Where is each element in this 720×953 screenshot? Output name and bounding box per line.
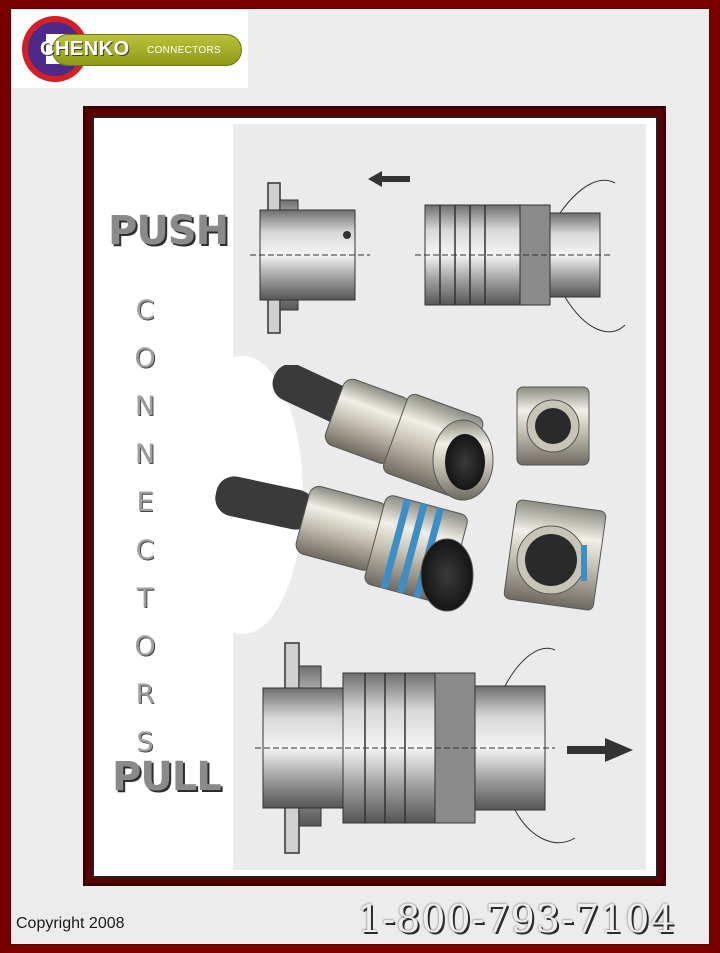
vertical-letter: O: [134, 631, 156, 662]
vertical-letter: S: [136, 727, 154, 758]
logo-pill: [52, 34, 242, 66]
vertical-letter: R: [135, 679, 155, 710]
copyright-text: Copyright 2008: [16, 915, 125, 932]
connector-photos: [215, 365, 607, 612]
pull-diagram: [255, 642, 633, 854]
logo-suffix-text: CONNECTORS: [147, 45, 221, 56]
vertical-letter: N: [134, 391, 156, 422]
phone-number[interactable]: 1-800-793-7104: [357, 897, 676, 941]
arrow-left-icon: [368, 171, 410, 187]
connectors-vertical-heading: C O N N E C T O R S: [130, 287, 160, 767]
vertical-letter: C: [135, 295, 155, 326]
vertical-letter: C: [135, 535, 155, 566]
vertical-letter: N: [134, 439, 156, 470]
arrow-right-icon: [567, 738, 633, 762]
push-heading: PUSH: [108, 208, 229, 254]
vertical-letter: E: [136, 487, 154, 518]
logo[interactable]: CHENKO CONNECTORS: [12, 10, 248, 88]
vertical-letter: T: [136, 583, 154, 614]
pull-heading: PULL: [112, 754, 222, 800]
logo-brand-text: CHENKO: [40, 38, 130, 60]
push-diagram: [250, 171, 626, 334]
vertical-letter: O: [134, 343, 156, 374]
